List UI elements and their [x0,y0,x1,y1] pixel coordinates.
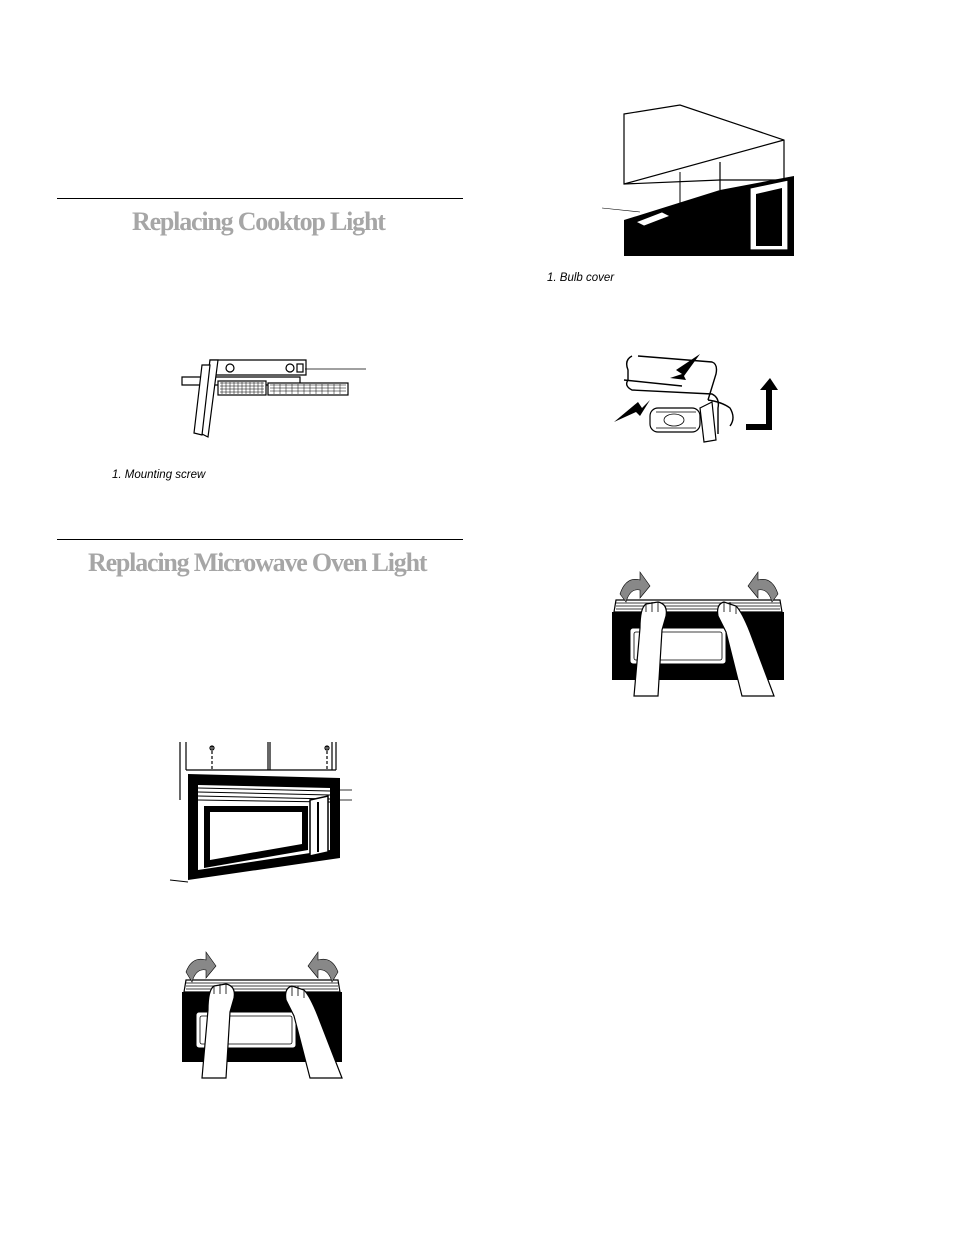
microwave-under-cabinet-illustration [169,742,352,883]
section-title-cooktop-light: Replacing Cooktop Light [132,207,386,236]
bulb-cover-caption: 1. Bulb cover [547,272,615,284]
cooktop-light-cover-illustration [181,359,366,438]
bulb-cover-illustration [601,104,794,256]
remove-vent-grille-illustration-right [612,571,784,697]
section-title-microwave-oven-light: Replacing Microwave Oven Light [88,548,428,577]
remove-vent-grille-illustration-left [182,951,343,1079]
section-divider-microwave [57,539,463,540]
mounting-screw-caption: 1. Mounting screw [112,469,206,481]
section-divider-cooktop [57,198,463,199]
halogen-bulb-replacement-illustration [614,354,778,443]
